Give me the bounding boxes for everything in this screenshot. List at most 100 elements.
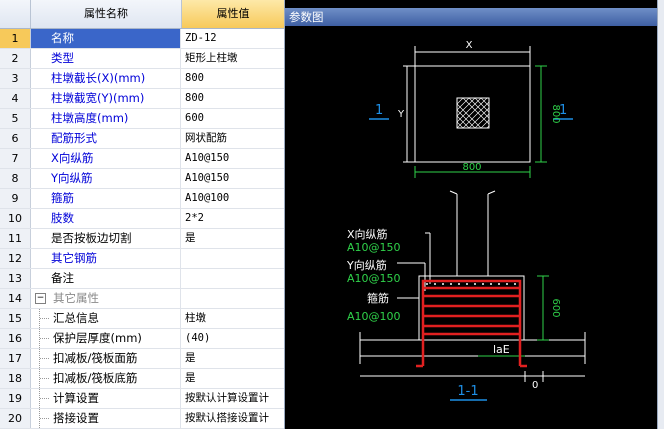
- section-mark-left: 1: [375, 103, 383, 118]
- label-y-rebar: Y向纵筋: [346, 258, 387, 272]
- row-number: 16: [0, 329, 31, 348]
- property-value-cell[interactable]: 2*2: [185, 212, 204, 224]
- label-stirrup: 箍筋: [367, 291, 389, 305]
- property-name-cell[interactable]: 扣减板/筏板底筋: [31, 369, 181, 388]
- rebar-cage: [416, 279, 527, 368]
- property-value-cell[interactable]: ZD-12: [185, 32, 217, 44]
- property-name-cell[interactable]: 箍筋: [31, 189, 181, 208]
- row-number: 7: [0, 149, 31, 168]
- row-number-header: [0, 0, 31, 28]
- lae-label: laE: [493, 343, 510, 356]
- property-value-cell[interactable]: 矩形上柱墩: [185, 52, 238, 64]
- row-number: 5: [0, 109, 31, 128]
- property-value-cell[interactable]: [182, 249, 284, 268]
- row-number: 19: [0, 389, 31, 408]
- property-value-cell[interactable]: 是: [185, 372, 196, 384]
- property-name-cell[interactable]: 其它钢筋: [31, 249, 181, 268]
- property-name-text: 扣减板/筏板面筋: [53, 351, 138, 365]
- row-number: 11: [0, 229, 31, 248]
- property-name-cell[interactable]: 保护层厚度(mm): [31, 329, 181, 348]
- parameter-panel-title: 参数图: [285, 8, 661, 26]
- property-value-cell[interactable]: 是: [185, 232, 196, 244]
- property-name-cell[interactable]: X向纵筋: [31, 149, 181, 168]
- property-name-header[interactable]: 属性名称: [31, 0, 182, 28]
- property-value-cell[interactable]: 网状配筋: [185, 132, 227, 144]
- property-value-header[interactable]: 属性值: [182, 0, 284, 28]
- property-name-cell[interactable]: 是否按板边切割: [31, 229, 181, 248]
- row-number: 3: [0, 69, 31, 88]
- property-name-cell[interactable]: 汇总信息: [31, 309, 181, 328]
- property-name-cell[interactable]: 计算设置: [31, 389, 181, 408]
- property-name-cell[interactable]: 配筋形式: [31, 129, 181, 148]
- table-row[interactable]: 16 保护层厚度(mm) (40): [0, 329, 284, 349]
- property-name-text: 配筋形式: [51, 131, 97, 145]
- tree-connector: [39, 389, 50, 408]
- property-value-cell[interactable]: 800: [185, 72, 204, 84]
- section-title: 1-1: [457, 384, 478, 399]
- property-name-text: 类型: [51, 51, 74, 65]
- property-value-cell[interactable]: 800: [185, 92, 204, 104]
- property-name-text: 搭接设置: [53, 411, 99, 425]
- dim-x-label: X: [466, 40, 473, 51]
- property-name-cell[interactable]: 备注: [31, 269, 181, 288]
- row-number: 13: [0, 269, 31, 288]
- property-value-cell[interactable]: 是: [185, 352, 196, 364]
- label-y-rebar-spec: A10@150: [347, 272, 401, 285]
- property-value-cell[interactable]: A10@150: [185, 152, 230, 164]
- property-name-cell[interactable]: Y向纵筋: [31, 169, 181, 188]
- table-row[interactable]: 3 柱墩截长(X)(mm) 800: [0, 69, 284, 89]
- property-value-cell[interactable]: A10@150: [185, 172, 230, 184]
- tree-connector: [39, 409, 50, 428]
- property-name-text: 箍筋: [51, 191, 74, 205]
- panel-scrollbar[interactable]: [657, 0, 664, 429]
- table-row[interactable]: 14−其它属性: [0, 289, 284, 309]
- table-row[interactable]: 13 备注: [0, 269, 284, 289]
- property-name-cell[interactable]: 肢数: [31, 209, 181, 228]
- property-name-text: 柱墩截长(X)(mm): [51, 71, 146, 85]
- property-value-cell[interactable]: (40): [185, 332, 211, 344]
- property-name-text: 备注: [51, 271, 74, 285]
- property-value-cell[interactable]: [182, 289, 284, 308]
- property-name-text: 保护层厚度(mm): [53, 331, 142, 345]
- property-value-cell[interactable]: [182, 269, 284, 288]
- label-x-rebar: X向纵筋: [347, 227, 388, 241]
- property-value-cell[interactable]: 600: [185, 112, 204, 124]
- property-value-cell[interactable]: A10@100: [185, 192, 230, 204]
- property-value-cell[interactable]: 按默认搭接设置计: [185, 412, 269, 424]
- property-name-text: 肢数: [51, 211, 74, 225]
- property-value-cell[interactable]: 按默认计算设置计: [185, 392, 269, 404]
- property-name-cell[interactable]: 类型: [31, 49, 181, 68]
- label-stirrup-spec: A10@100: [347, 310, 401, 323]
- property-name-cell[interactable]: 柱墩高度(mm): [31, 109, 181, 128]
- table-row[interactable]: 20 搭接设置 按默认搭接设置计: [0, 409, 284, 429]
- property-name-cell[interactable]: 柱墩截长(X)(mm): [31, 69, 181, 88]
- property-name-cell[interactable]: 名称: [31, 29, 181, 48]
- property-name-cell[interactable]: 搭接设置: [31, 409, 181, 428]
- tree-connector: [39, 349, 50, 368]
- row-number: 20: [0, 409, 31, 428]
- property-name-cell[interactable]: 扣减板/筏板面筋: [31, 349, 181, 368]
- dim-y-label: Y: [397, 109, 405, 120]
- property-name-cell[interactable]: 柱墩截宽(Y)(mm): [31, 89, 181, 108]
- property-name-cell[interactable]: −其它属性: [31, 289, 181, 308]
- collapse-toggle-icon[interactable]: −: [35, 293, 46, 304]
- property-name-text: X向纵筋: [51, 151, 94, 165]
- property-name-text: 其它属性: [53, 291, 99, 305]
- property-name-text: Y向纵筋: [51, 171, 93, 185]
- table-row[interactable]: 7 X向纵筋 A10@150: [0, 149, 284, 169]
- property-value-cell[interactable]: 柱墩: [185, 312, 206, 324]
